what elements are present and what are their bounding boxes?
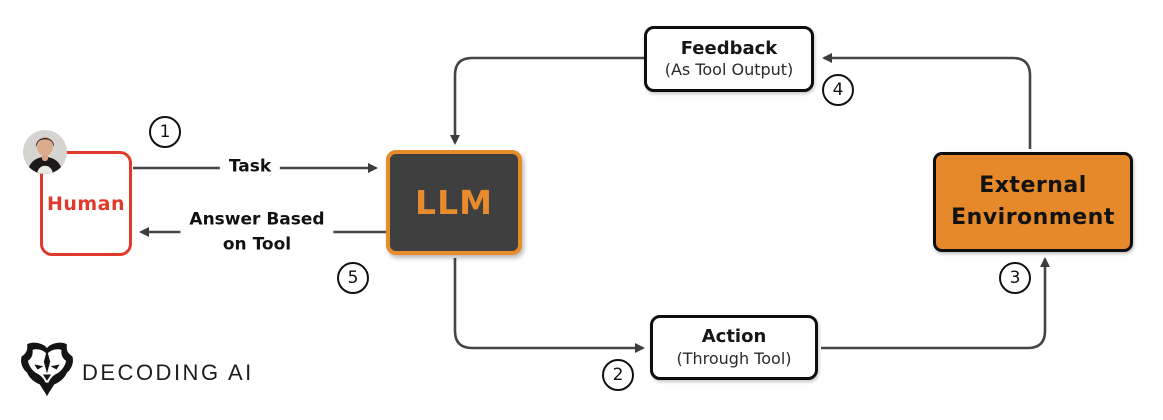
step-badge-1: 1 — [149, 116, 181, 148]
human-avatar — [23, 130, 67, 174]
external-environment-node: External Environment — [933, 152, 1133, 252]
person-photo-icon — [23, 130, 67, 174]
llm-node: LLM — [386, 150, 522, 255]
wolf-icon — [21, 342, 73, 397]
edge-action-to-env — [821, 257, 1050, 350]
external-label-line1: External — [979, 173, 1087, 199]
human-label: Human — [46, 192, 126, 215]
action-node: Action (Through Tool) — [650, 315, 818, 380]
edge-env-to-feedback — [822, 53, 1032, 149]
step-badge-4: 4 — [822, 74, 854, 106]
feedback-subtitle: (As Tool Output) — [664, 60, 794, 80]
llm-label: LLM — [415, 183, 493, 222]
step-badge-3: 3 — [999, 262, 1031, 294]
answer-label-line1: Answer Based — [189, 209, 325, 230]
task-arrow-label: Task — [219, 153, 281, 181]
logo-text: DECODING AI — [82, 360, 254, 385]
external-label-line2: Environment — [951, 205, 1115, 230]
step-badge-5: 5 — [337, 262, 369, 294]
action-subtitle: (Through Tool) — [676, 348, 792, 368]
feedback-node: Feedback (As Tool Output) — [644, 26, 814, 92]
edge-llm-to-action — [453, 258, 645, 353]
action-title: Action — [701, 326, 767, 348]
decoding-ai-logo: DECODING AI — [18, 340, 254, 398]
answer-label-line2: on Tool — [222, 234, 292, 254]
answer-arrow-label: Answer Based on Tool — [180, 206, 334, 258]
edge-feedback-to-llm — [450, 56, 644, 145]
feedback-title: Feedback — [680, 37, 778, 59]
step-badge-2: 2 — [602, 359, 634, 391]
